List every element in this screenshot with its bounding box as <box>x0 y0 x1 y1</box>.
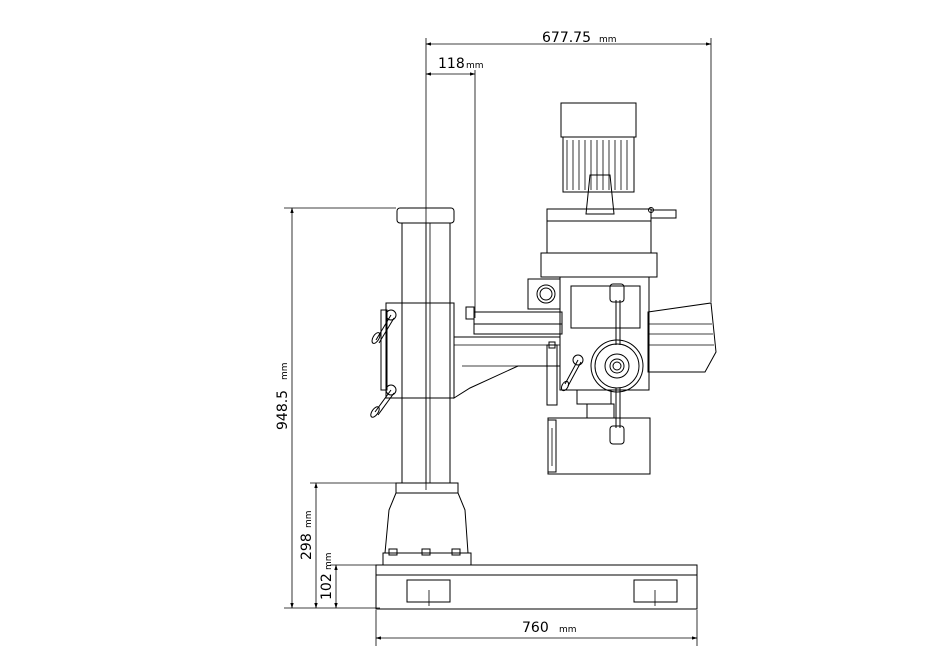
dimension-column-offset: 118 mm <box>425 56 484 318</box>
motor <box>560 102 637 215</box>
base-to-column-unit: mm <box>304 510 314 528</box>
base-plate <box>375 564 698 610</box>
column-offset-value: 118 <box>438 56 465 72</box>
elevation-lever-upper <box>371 309 397 344</box>
overall-reach-value: 677.75 <box>542 30 591 46</box>
dimension-base-width: 760 mm <box>375 610 698 646</box>
feed-wheel <box>590 283 644 445</box>
radial-arm <box>453 302 717 399</box>
overall-reach-unit: mm <box>599 35 617 45</box>
base-to-column-value: 298 <box>299 533 315 560</box>
base-width-value: 760 <box>522 620 549 636</box>
column-offset-unit: mm <box>466 61 484 71</box>
base-width-unit: mm <box>559 625 577 635</box>
base-height-value: 102 <box>319 573 335 600</box>
total-height-unit: mm <box>280 362 290 380</box>
column <box>396 207 455 484</box>
head-housing <box>527 207 677 391</box>
dimension-base-height: 102 mm <box>319 552 380 609</box>
dimension-total-height: 948.5 mm <box>275 207 396 609</box>
total-height-value: 948.5 <box>275 390 291 430</box>
base-height-unit: mm <box>324 552 334 570</box>
dimension-overall-reach: 677.75 mm <box>425 30 712 490</box>
lower-housing <box>547 389 651 475</box>
dimension-base-to-column: 298 mm <box>299 482 396 609</box>
elevation-lever-lower <box>370 384 397 418</box>
column-sleeve <box>380 302 455 399</box>
side-lever <box>546 341 584 406</box>
column-foot <box>382 482 472 566</box>
